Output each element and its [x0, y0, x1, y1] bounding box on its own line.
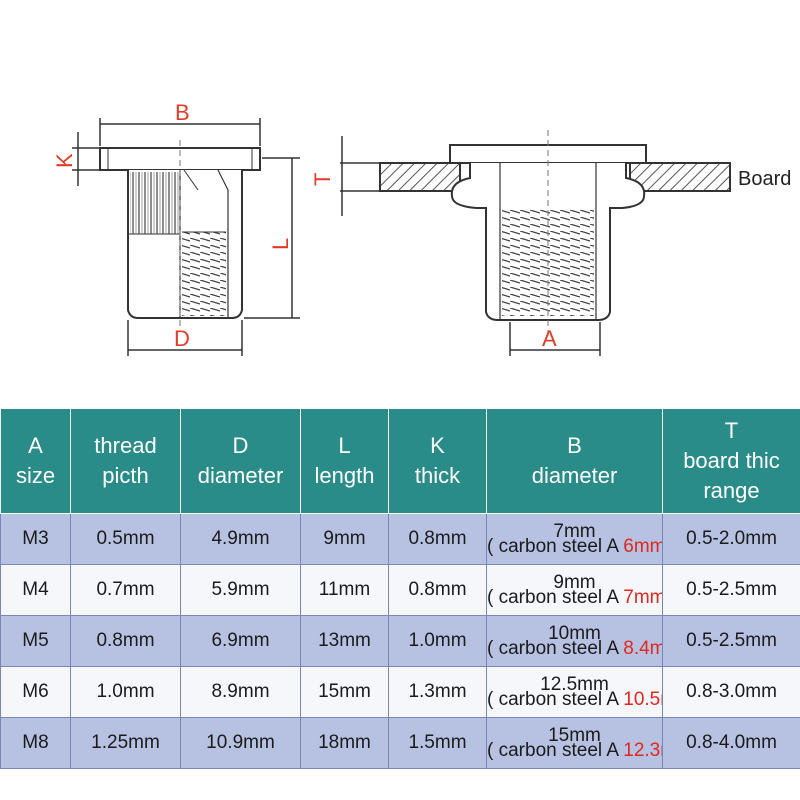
cell-k: 0.8mm	[388, 564, 487, 616]
cell-pitch: 1.25mm	[70, 717, 181, 769]
cell-size: M6	[0, 666, 71, 718]
cell-k: 1.5mm	[388, 717, 487, 769]
cell-b-value: 10mm	[548, 623, 601, 644]
thread-area	[182, 232, 226, 316]
cell-b-note: ( carbon steel A 6mm )	[487, 536, 663, 557]
cell-d: 5.9mm	[180, 564, 301, 616]
cell-b-note: ( carbon steel A 7mm )	[487, 587, 663, 608]
cell-b-note: ( carbon steel A 8.4mm )	[487, 638, 662, 659]
cell-l: 13mm	[300, 615, 389, 667]
cell-size: M4	[0, 564, 71, 616]
cell-b-note-prefix: ( carbon steel A	[487, 638, 624, 659]
cell-d: 8.9mm	[180, 666, 301, 718]
cell-pitch: 0.7mm	[70, 564, 181, 616]
cell-b-note-red: 8.4mm	[623, 638, 661, 659]
dim-label-d: D	[174, 326, 190, 351]
dim-label-l: L	[268, 238, 293, 250]
cell-b-note-red: 7mm	[623, 587, 663, 608]
cell-b: 10mm( carbon steel A 8.4mm )	[486, 615, 663, 667]
cell-b-value: 7mm	[553, 521, 596, 542]
cell-b-note: ( carbon steel A 12.3mm )	[487, 740, 662, 761]
cell-l: 11mm	[300, 564, 389, 616]
cell-b: 7mm( carbon steel A 6mm )	[486, 513, 663, 565]
board-label: Board	[738, 168, 791, 190]
cell-b-note-red: 10.5mm	[623, 689, 661, 710]
cell-size: M8	[0, 717, 71, 769]
cell-size: M5	[0, 615, 71, 667]
cell-t: 0.8-3.0mm	[662, 666, 800, 718]
cell-b: 9mm( carbon steel A 7mm )	[486, 564, 663, 616]
cell-t: 0.5-2.5mm	[662, 615, 800, 667]
cell-l: 18mm	[300, 717, 389, 769]
cell-pitch: 1.0mm	[70, 666, 181, 718]
cell-b: 15mm( carbon steel A 12.3mm )	[486, 717, 663, 769]
side-view	[99, 140, 261, 330]
cell-b-value: 15mm	[548, 725, 601, 746]
cell-t: 0.8-4.0mm	[662, 717, 800, 769]
side-dimensions	[72, 118, 300, 356]
cell-d: 10.9mm	[180, 717, 301, 769]
cell-k: 0.8mm	[388, 513, 487, 565]
cell-b-value: 12.5mm	[540, 674, 609, 695]
cell-d: 6.9mm	[180, 615, 301, 667]
cell-t: 0.5-2.0mm	[662, 513, 800, 565]
cell-pitch: 0.5mm	[70, 513, 181, 565]
cell-d: 4.9mm	[180, 513, 301, 565]
cell-b: 12.5mm( carbon steel A 10.5mm )	[486, 666, 663, 718]
cell-k: 1.3mm	[388, 666, 487, 718]
cell-t: 0.5-2.5mm	[662, 564, 800, 616]
cell-b-note: ( carbon steel A 10.5mm )	[487, 689, 662, 710]
cell-k: 1.0mm	[388, 615, 487, 667]
cell-b-note-red: 12.3mm	[623, 740, 661, 761]
board-right	[629, 162, 731, 192]
cell-b-note-red: 6mm	[623, 536, 663, 557]
cell-pitch: 0.8mm	[70, 615, 181, 667]
board-left	[379, 162, 461, 192]
cell-l: 15mm	[300, 666, 389, 718]
cell-b-value: 9mm	[553, 572, 596, 593]
cell-size: M3	[0, 513, 71, 565]
cell-b-note-prefix: ( carbon steel A	[487, 740, 624, 761]
cell-b-note-prefix: ( carbon steel A	[487, 536, 624, 557]
installed-dimensions	[341, 136, 601, 356]
knurl-area	[130, 172, 180, 234]
dim-label-t: T	[310, 173, 335, 186]
dim-label-a: A	[542, 326, 557, 351]
installed-view	[340, 130, 731, 336]
cell-l: 9mm	[300, 513, 389, 565]
rivet-nut-drawing: B K L D T A Board	[52, 100, 791, 356]
dim-label-k: K	[52, 153, 77, 168]
cell-b-note-prefix: ( carbon steel A	[487, 689, 624, 710]
dim-label-b: B	[175, 100, 190, 125]
cell-b-note-prefix: ( carbon steel A	[487, 587, 624, 608]
